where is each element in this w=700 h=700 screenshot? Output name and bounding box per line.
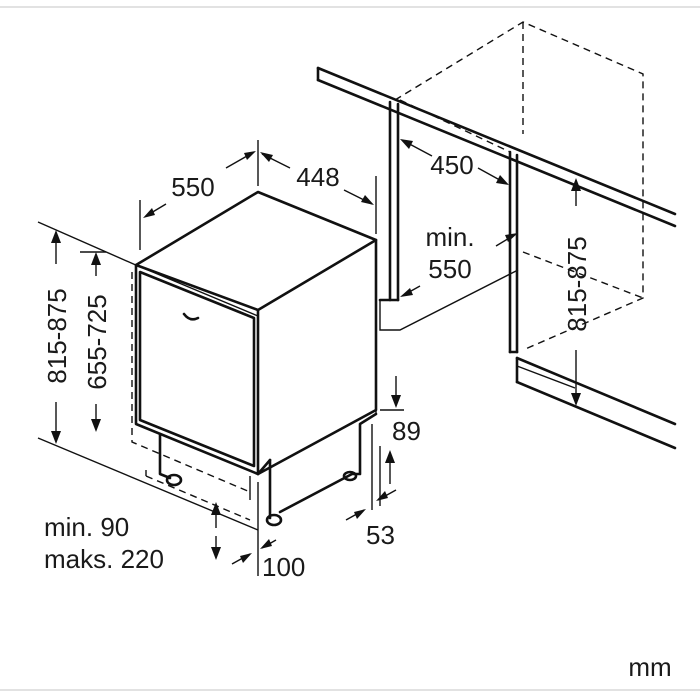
dim-left-outer-height (51, 230, 61, 444)
dim-right-height (571, 178, 581, 406)
dim-plinth-height (211, 502, 221, 560)
label-plinth-max: maks. 220 (44, 544, 164, 574)
dim-plinth-89-53 (345, 376, 404, 521)
label-width-550: 550 (171, 172, 214, 202)
dim-depth-448 (260, 152, 377, 234)
niche-cabinet (316, 21, 677, 450)
label-plinth-89: 89 (392, 416, 421, 446)
dishwasher-body (131, 190, 378, 527)
label-left-outer-height: 815-875 (42, 288, 72, 383)
label-plinth-53: 53 (366, 520, 395, 550)
label-offset-100: 100 (262, 552, 305, 582)
label-right-height: 815-875 (562, 236, 592, 331)
dim-niche-width (400, 233, 518, 297)
unit-label: mm (628, 652, 671, 682)
dim-offset-100 (231, 476, 277, 576)
wall-line-left (37, 221, 139, 267)
label-depth-448: 448 (296, 162, 339, 192)
label-left-inner-height: 655-725 (82, 294, 112, 389)
floor-line-left (37, 437, 259, 531)
label-niche-min: min. (425, 222, 474, 252)
dim-width-550 (139, 140, 259, 250)
label-plinth-min: min. 90 (44, 512, 129, 542)
label-niche-width: 550 (428, 254, 471, 284)
label-niche-depth: 450 (430, 150, 473, 180)
dim-niche-depth (400, 139, 509, 185)
dim-left-inner-height (80, 251, 106, 432)
